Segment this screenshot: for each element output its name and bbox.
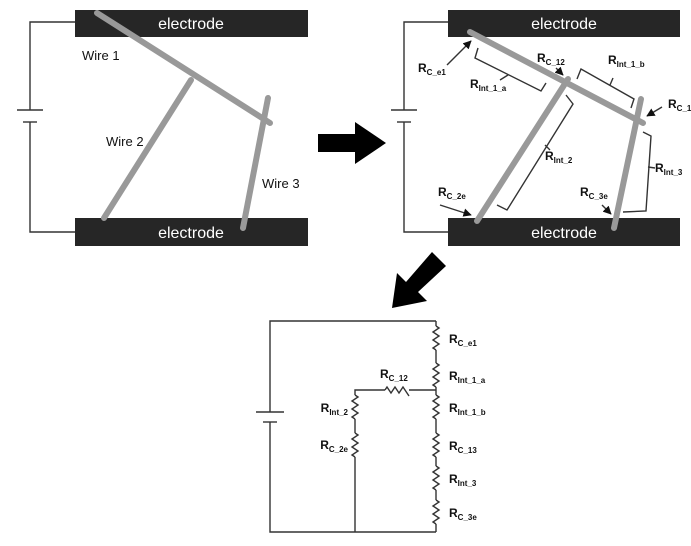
bracket-rint-3 — [622, 131, 656, 213]
label-rint1b: RInt_1_b — [608, 53, 645, 69]
external-circuit-wire — [403, 21, 448, 233]
electrode-bottom — [75, 218, 308, 246]
middle-branch-wire — [354, 389, 436, 532]
electrode-bottom-label: electrode — [531, 225, 597, 242]
bracket-rint-1-b — [576, 67, 635, 109]
label-rint1a: RInt_1_a — [470, 77, 507, 93]
label-rint2: RInt_2 — [545, 149, 573, 165]
label-rce1: RC_e1 — [418, 61, 446, 77]
label-rc3e: RC_3e — [580, 185, 608, 201]
circuit-label-rc12: RC_12 — [380, 367, 408, 383]
right-panel: electrode electrode RC_e1RC_12RInt_1_aRI… — [391, 10, 691, 246]
arrow-rc2e — [439, 204, 472, 217]
circuit-label-rint1a: RInt_1_a — [449, 369, 486, 385]
circuit-label-rint1b: RInt_1_b — [449, 401, 486, 417]
circuit-label-rc2e: RC_2e — [320, 438, 348, 454]
bracket-rint-2 — [496, 94, 574, 211]
arrow-right-icon — [318, 122, 386, 164]
electrode-top — [448, 10, 680, 37]
arrow-rc13 — [646, 106, 663, 117]
bracket-rint-1-a — [474, 47, 547, 92]
label-rc13: RC_1 — [668, 97, 691, 113]
circuit-label-rc3e: RC_3e — [449, 506, 477, 522]
arrow-rce1 — [446, 40, 472, 66]
label-rc2e: RC_2e — [438, 185, 466, 201]
electrode-bottom-label: electrode — [158, 225, 224, 242]
label-rc12: RC_12 — [537, 51, 565, 67]
wire-2 — [474, 76, 571, 224]
resistor-rint1b — [431, 394, 441, 420]
left-panel: electrode electrode Wire 1 Wire 2 Wire 3 — [17, 10, 308, 246]
electrode-top-label: electrode — [531, 16, 597, 33]
wire-3 — [240, 95, 271, 231]
wire-1-label: Wire 1 — [82, 48, 120, 63]
electrode-top-label: electrode — [158, 16, 224, 33]
circuit-label-rce1: RC_e1 — [449, 332, 477, 348]
arrow-down-left-icon — [392, 252, 446, 308]
circuit-label-rc13: RC_13 — [449, 439, 477, 455]
electrode-bottom — [448, 218, 680, 246]
resistor-rint2 — [350, 394, 360, 420]
circuit-label-rint3: RInt_3 — [449, 472, 477, 488]
wire-2-label: Wire 2 — [106, 134, 144, 149]
wire-3-label: Wire 3 — [262, 176, 300, 191]
resistor-rc2e — [350, 432, 360, 458]
wire-2 — [101, 77, 194, 221]
label-rint3: RInt_3 — [655, 161, 683, 177]
resistor-rc13 — [431, 432, 441, 458]
circuit-label-rint2: RInt_2 — [321, 401, 349, 417]
resistor-rint1a — [431, 362, 441, 388]
resistor-rc3e — [431, 499, 441, 525]
resistor-rce1 — [431, 325, 441, 351]
circuit-outer-wire — [269, 320, 436, 533]
resistor-rc12 — [384, 385, 410, 397]
arrow-rc12 — [554, 66, 564, 76]
resistor-rint3 — [431, 465, 441, 491]
wire-1 — [467, 29, 646, 126]
wire-1 — [94, 10, 273, 126]
wire-3 — [611, 96, 644, 231]
external-circuit-wire — [29, 21, 75, 233]
arrow-rc3e — [601, 204, 612, 215]
